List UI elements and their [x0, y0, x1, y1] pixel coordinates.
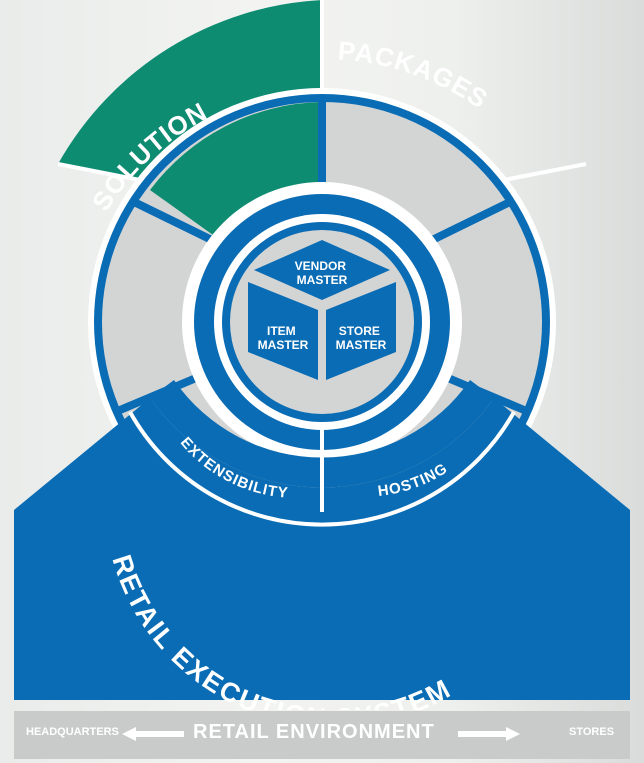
inner-ring-green-segment: [150, 102, 322, 240]
left-arrow-icon: [122, 727, 184, 741]
cube-core: [248, 240, 396, 380]
headquarters-label: HEADQUARTERS: [26, 726, 119, 738]
right-arrow-icon: [458, 727, 520, 741]
stores-label: STORES: [569, 726, 615, 738]
retail-execution-base: [14, 380, 630, 700]
item-master-face: [248, 282, 318, 380]
retail-system-diagram: SOLUTION PACKAGES VENDOR MASTER ITEM MAS…: [14, 0, 630, 700]
vendor-master-face: [254, 240, 390, 300]
item-master-label: ITEM MASTER: [258, 324, 309, 352]
vendor-master-label: VENDOR MASTER: [295, 259, 350, 287]
retail-environment-bar: HEADQUARTERS RETAIL ENVIRONMENT STORES: [14, 711, 630, 759]
store-master-face: [326, 282, 396, 380]
retail-environment-label: RETAIL ENVIRONMENT: [193, 721, 435, 743]
outer-ring: [57, 0, 587, 182]
store-master-label: STORE MASTER: [336, 324, 387, 352]
outer-ring-green-segment: [58, 0, 322, 180]
gear-core: [194, 194, 450, 450]
